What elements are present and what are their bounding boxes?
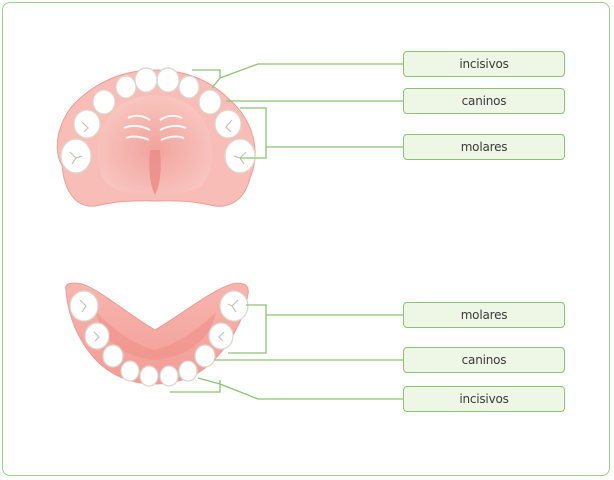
leader-upper-incisivos: [192, 63, 403, 79]
upper-molar-right: [224, 138, 256, 174]
upper-molar-left: [60, 138, 92, 174]
lower-jaw: [65, 282, 249, 387]
upper-teeth: [60, 67, 256, 174]
upper-palate-ridges: [123, 114, 187, 141]
upper-molar-grooves: [69, 119, 247, 165]
leader-lower-incisivos: [170, 377, 403, 400]
lower-incisor-4: [178, 360, 198, 382]
lower-incisor-1: [120, 360, 140, 382]
upper-incisor-1: [134, 67, 158, 93]
upper-palate-raphe: [149, 150, 161, 195]
leader-lower-molares: [228, 304, 403, 354]
label-lower-molares: molares: [403, 302, 565, 328]
upper-palate: [97, 95, 213, 194]
label-lower-incisivos: incisivos: [403, 386, 565, 412]
lower-molar-right: [219, 290, 249, 322]
label-lower-caninos: caninos: [403, 347, 565, 373]
lower-incisor-2: [139, 365, 159, 387]
leader-lines: [170, 63, 403, 400]
upper-jaw: [56, 67, 256, 207]
upper-incisor-2: [156, 67, 180, 93]
lower-teeth: [69, 290, 249, 387]
lower-canine-right: [194, 344, 216, 368]
lower-incisor-3: [159, 365, 179, 387]
label-upper-molares: molares: [403, 134, 565, 160]
upper-canine-right: [198, 89, 222, 115]
leader-upper-molares: [240, 107, 403, 159]
lower-premolar-right: [208, 322, 234, 350]
lower-molar-left: [69, 290, 99, 322]
lower-canine-left: [102, 344, 124, 368]
lower-molar-grooves: [79, 299, 239, 342]
lower-tongue-area: [96, 312, 216, 360]
label-upper-caninos: caninos: [403, 88, 565, 114]
lower-premolar-left: [84, 322, 110, 350]
upper-incisor-4: [178, 75, 200, 99]
upper-premolar-left: [73, 109, 101, 139]
upper-incisor-3: [115, 75, 137, 99]
upper-canine-left: [92, 89, 116, 115]
label-upper-incisivos: incisivos: [403, 51, 565, 77]
